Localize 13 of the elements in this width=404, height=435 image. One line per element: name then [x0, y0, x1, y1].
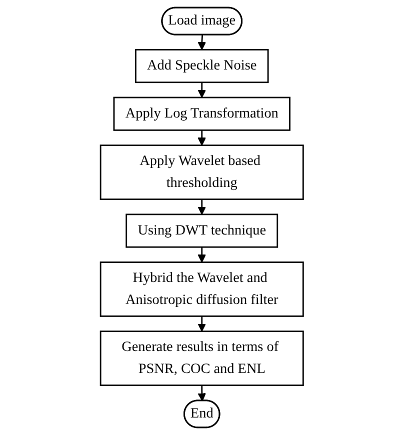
arrow: [198, 199, 206, 215]
node-box: Apply Wavelet based thresholding: [100, 144, 304, 200]
arrow: [198, 130, 206, 146]
arrow: [198, 82, 206, 98]
node-box: Generate results in terms of PSNR, COC and ENL: [100, 330, 304, 386]
node-box: Hybrid the Wavelet and Anisotropic diffusion filter: [100, 262, 304, 317]
node-box: Add Speckle Noise: [135, 49, 269, 84]
arrow: [198, 247, 206, 263]
node-box: Using DWT technique: [126, 214, 278, 248]
arrow: [198, 385, 206, 402]
arrow: [198, 34, 206, 50]
arrow: [198, 316, 206, 332]
node-box: Apply Log Transformation: [113, 96, 291, 131]
